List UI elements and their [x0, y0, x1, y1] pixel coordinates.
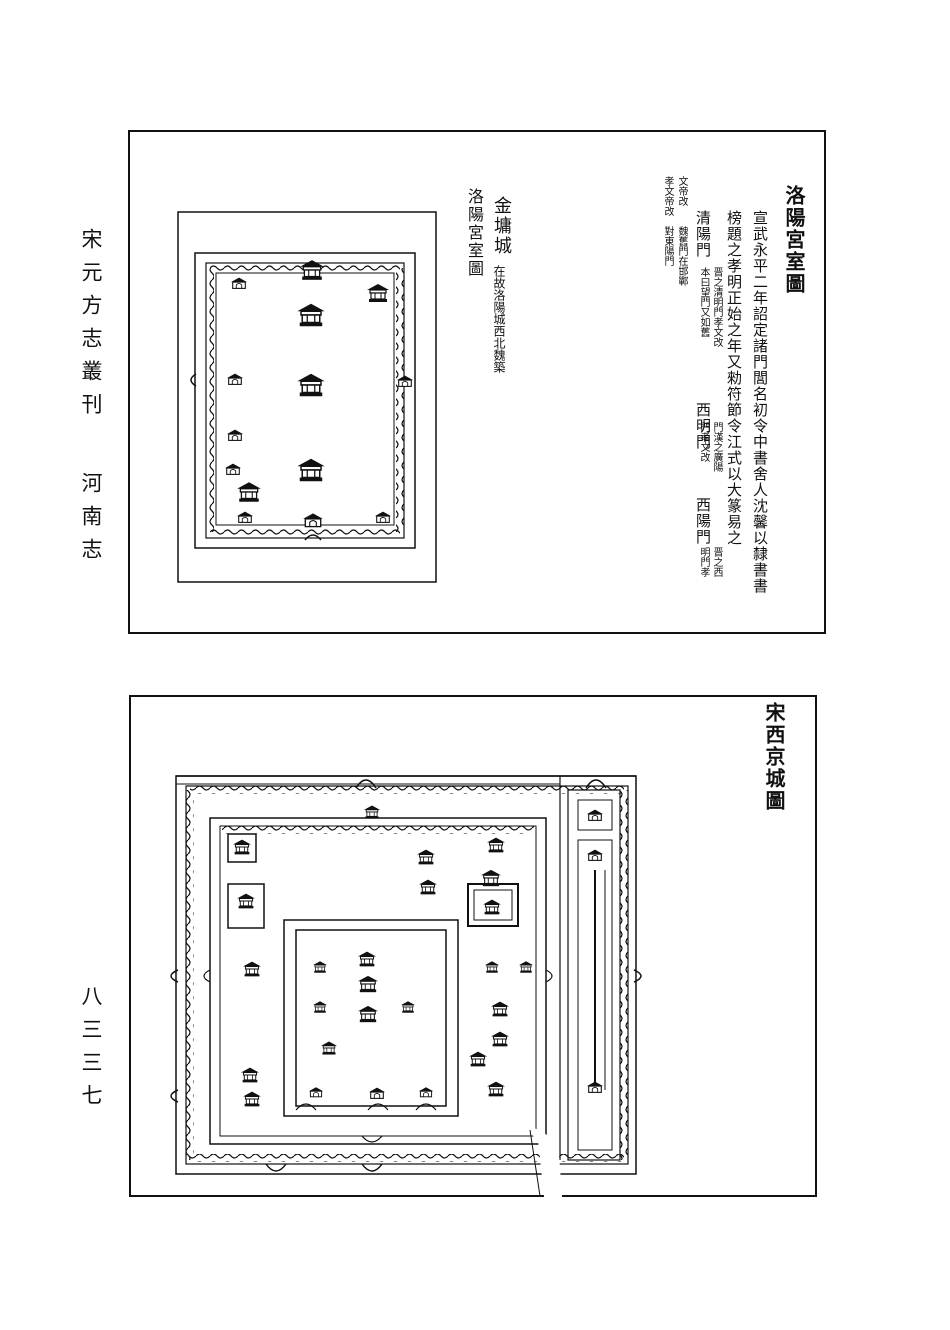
map1-note-4a: 晋之西 [711, 547, 722, 577]
map1-note-3b: 門孝文改 [698, 422, 709, 462]
map2-title: 宋西京城圖 [762, 702, 786, 812]
map1-gate-ximing: 西明門 [694, 402, 712, 450]
map1-note-3a: 門漢之廣陽 [711, 422, 722, 472]
map1-note-2a: 本曰望門又如舊 [698, 267, 709, 337]
map1-note-2b: 魏舊門在邯鄲 [676, 226, 687, 286]
map1-text-line-1: 宣武永平二年詔定諸門閭名初令中書舍人沈馨以隸書書 [751, 210, 769, 594]
map-panel-luoyang [128, 130, 826, 634]
page-number: 八三三七 [79, 985, 103, 1117]
map-panel-songxijing [129, 695, 817, 1197]
map1-gate-xiyang: 西陽門 [694, 497, 712, 545]
region-title: 河南志 [79, 472, 103, 571]
map1-note-1c: 孝文帝改 [662, 176, 673, 216]
map1-gate-qingyang: 清陽門 [694, 210, 712, 258]
map1-jinyong-note: 在故洛陽城西北魏築 [492, 265, 506, 373]
map1-jinyong-title: 金墉城 [491, 196, 512, 256]
map2-xijing-city [170, 775, 642, 1198]
map1-note-2c: 對東陽門 [662, 226, 673, 266]
map1-jinyong-city [177, 211, 437, 583]
map1-title: 洛陽宮室圖 [782, 185, 806, 295]
map1-note-4b: 明門孝 [698, 547, 709, 577]
map1-note-1a: 晋之清明門孝文改 [711, 267, 722, 347]
map1-palace-title: 洛陽宮室圖 [465, 188, 484, 278]
map1-note-1b: 文帝改 [676, 176, 687, 206]
map1-text-line-2: 榜題之孝明正始之年又勑符節令江式以大篆易之 [725, 210, 743, 546]
series-title: 宋元方志叢刊 [79, 228, 103, 426]
